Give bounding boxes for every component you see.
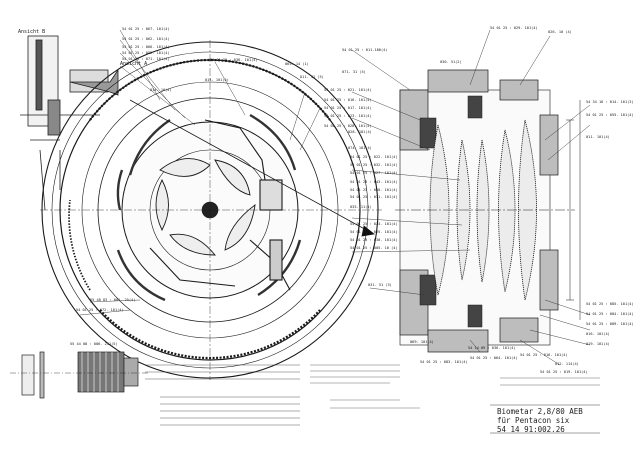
- part-label: 54 01 25 : 025. 101(4): [350, 230, 398, 234]
- part-label: 55 48 83 : 001. 25(4): [90, 298, 136, 302]
- part-label: 54 01 25 : 005. 10 (4): [350, 246, 398, 250]
- notes-right: [310, 364, 600, 409]
- part-label: 54 01 25 : 032. 101(4): [350, 163, 398, 167]
- part-label: 54 01 25 : 029. 101(4): [490, 26, 538, 30]
- view-a-label: Ansicht A: [120, 61, 148, 67]
- part-label: 54 01 25 : 040. 101(4): [350, 188, 398, 192]
- part-label: 035. 11(4): [350, 205, 372, 209]
- lens-side-sketch: [10, 351, 150, 399]
- part-label: 54 01 25 : 022. 101(4): [350, 155, 398, 159]
- part-label: 54 01 25 : 085. 101(4): [586, 302, 634, 306]
- part-label: 54 01 25 : 019. 101(4): [540, 370, 588, 374]
- part-label: 54 01 25 : 062. 101(4): [122, 37, 170, 41]
- part-label: 031. 51 (3): [368, 283, 392, 287]
- part-label: 54 01 25 : 017. 101(4): [324, 106, 372, 110]
- part-label: 54 01 25 : 027. 101(4): [350, 171, 398, 175]
- part-label: 54 01 25 : 067. 101(4): [122, 27, 170, 31]
- notes-table: [145, 364, 300, 426]
- leader-lines: [79, 29, 591, 366]
- part-label: 54 01 25 : 043. 101(4): [350, 180, 398, 184]
- part-label: 54 01 25 : 055. 101(4): [586, 113, 634, 117]
- title-block-frame: [490, 404, 600, 434]
- part-label: 54 14 89 : 036. 101(4): [468, 346, 516, 350]
- part-label: 54 01 25 : 083. 101(4): [420, 360, 468, 364]
- part-label: 54 01 25 : 031. 101(4): [350, 195, 398, 199]
- part-label: 54 01 25 : 016. 101(4): [520, 353, 568, 357]
- part-label: 014. 10(4): [150, 88, 172, 92]
- part-label: 065. 14 (1): [285, 62, 309, 66]
- part-label: 026. 10 (4): [548, 30, 572, 34]
- detail-view-b: [20, 35, 119, 211]
- part-label: 030. 51(2): [440, 60, 462, 64]
- part-label: 54 01 25 : 016. 101(4): [324, 98, 372, 102]
- part-label: D11. 31 (5): [300, 75, 324, 79]
- part-label: 54 01 25 : 030. 101(4): [350, 238, 398, 242]
- part-label: 011. 101(4): [586, 135, 610, 139]
- part-label: 071. 31 (5): [342, 70, 366, 74]
- part-label: 54 01 25 : 036. 101(4): [210, 58, 258, 62]
- part-label: 54 01 25 : 071. 101(4): [122, 57, 170, 61]
- part-label: 54 01 25 : 011.180(4): [342, 48, 388, 52]
- part-label: 54 01 25 : 021. 101(4): [324, 88, 372, 92]
- part-label: 54 01 25 : 024. 101(4): [350, 222, 398, 226]
- part-label: 012. 114(4): [555, 362, 579, 366]
- sectional-view-lens: [395, 69, 581, 353]
- part-label: 016. 101(4): [586, 332, 610, 336]
- part-label: 54 01 25 : 084. 101(4): [586, 312, 634, 316]
- part-label: 074. 181(4): [348, 146, 372, 150]
- part-label: 019. 101(4): [586, 342, 610, 346]
- part-label: 54 01 25 : 052. 101(4): [122, 51, 170, 55]
- part-label: 54 01 25 : 026. 101(4): [324, 124, 372, 128]
- part-label: 54 01 25 : 089. 101(4): [586, 322, 634, 326]
- title-camera: für Pentacon six: [497, 416, 570, 425]
- part-label: 54 01 25 : 072. 101(4): [76, 308, 124, 312]
- part-label: 54 34 16 : 014. 101(3): [586, 100, 634, 104]
- view-b-label: Ansicht B: [18, 29, 46, 35]
- title-lens-name: Biometar 2,8/80 AEB: [497, 407, 583, 416]
- part-label: 54 01 25 : 023. 101(4): [324, 114, 372, 118]
- part-label: 014. 101(4): [205, 78, 229, 82]
- front-view-assembly: [40, 40, 382, 380]
- title-drawing-number: 54 14 91:002.26: [497, 425, 565, 434]
- part-label: 028. 181(4): [348, 130, 372, 134]
- part-label: 069. 101(4): [410, 340, 434, 344]
- part-label: 54 01 25 : 064. 101(4): [470, 356, 518, 360]
- part-label: 54 01 25 : 066. 101(4): [122, 45, 170, 49]
- part-label: 55 44 08 : 006. 251(5): [70, 342, 118, 346]
